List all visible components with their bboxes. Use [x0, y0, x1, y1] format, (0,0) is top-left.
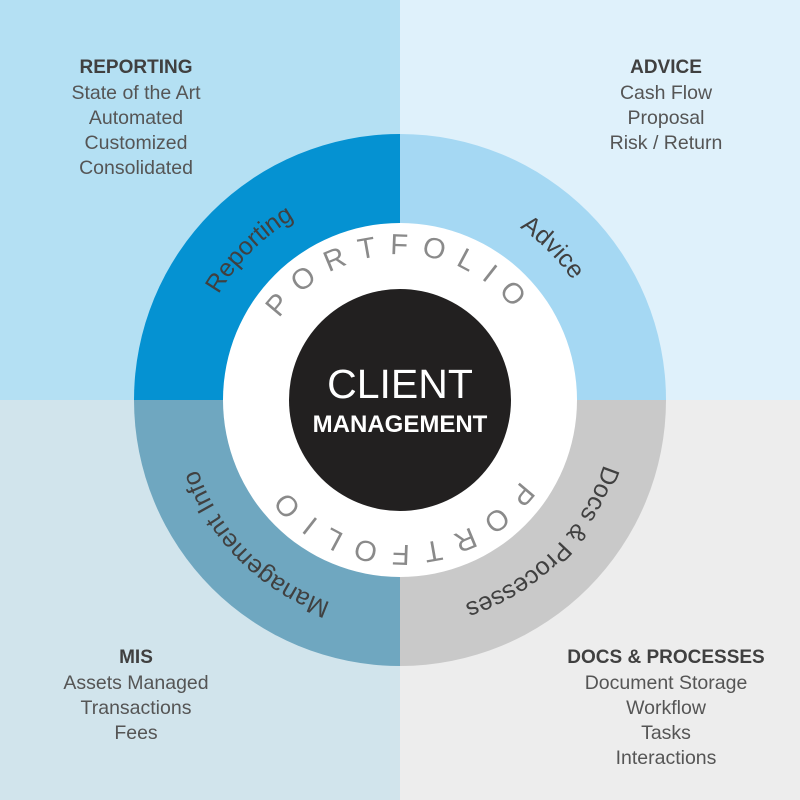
center-circle: [289, 289, 511, 511]
mis-heading: MIS: [119, 647, 153, 668]
reporting-info-block: REPORTING State of the Art Automated Cus…: [0, 57, 286, 181]
reporting-item: Customized: [84, 132, 188, 154]
reporting-item: State of the Art: [71, 82, 201, 104]
docs-info-block: DOCS & PROCESSES Document Storage Workfl…: [516, 647, 800, 771]
advice-item: Proposal: [627, 107, 705, 129]
advice-heading: ADVICE: [630, 57, 702, 78]
docs-item: Workflow: [626, 697, 706, 719]
mis-item: Fees: [114, 722, 158, 744]
mis-info-block: MIS Assets Managed Transactions Fees: [0, 647, 286, 746]
docs-item: Document Storage: [584, 672, 748, 694]
reporting-heading: REPORTING: [79, 57, 193, 78]
center-title-management: MANAGEMENT: [313, 411, 488, 438]
docs-heading: DOCS & PROCESSES: [567, 647, 765, 668]
mis-item: Transactions: [80, 697, 192, 719]
mis-item: Assets Managed: [63, 672, 209, 694]
docs-item: Interactions: [615, 747, 717, 769]
reporting-item: Consolidated: [79, 157, 193, 179]
reporting-item: Automated: [88, 107, 184, 129]
advice-item: Risk / Return: [609, 132, 723, 154]
advice-info-block: ADVICE Cash Flow Proposal Risk / Return: [516, 57, 800, 156]
docs-item: Tasks: [641, 722, 691, 744]
center-title-client: CLIENT: [327, 361, 473, 407]
advice-item: Cash Flow: [619, 82, 713, 104]
